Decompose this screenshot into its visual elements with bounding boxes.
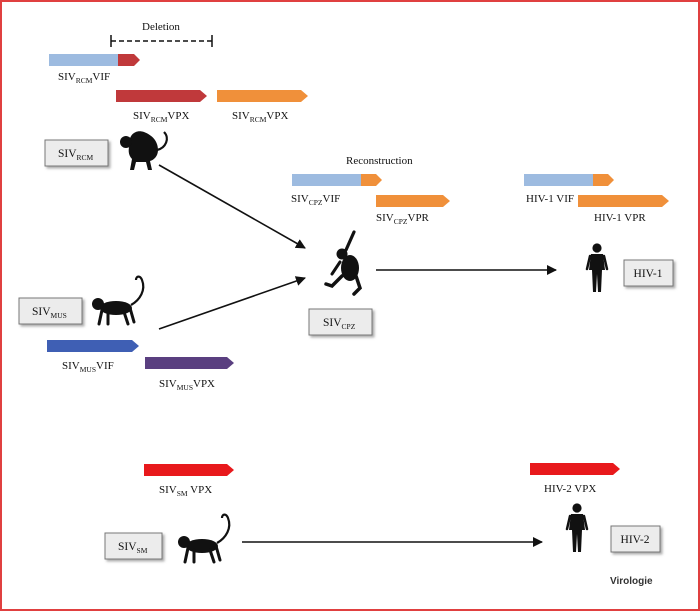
- arrow-rcm-to-cpz: [158, 164, 306, 249]
- label-hiv1-vpr: HIV-1 VPR: [594, 212, 646, 224]
- human-hiv1-icon: [585, 242, 609, 294]
- mustached-monkey-icon: [90, 275, 145, 326]
- deletion-label: Deletion: [142, 21, 180, 33]
- gene-siv-cpz-vif: [292, 174, 382, 186]
- sooty-mangabey-icon: [176, 513, 231, 564]
- label-siv-mus-vif: SIVMUSVIF: [62, 360, 114, 374]
- virologie-watermark: Virologie: [610, 576, 653, 587]
- box-hiv1-label: HIV-1: [634, 268, 663, 280]
- gene-hiv1-vpr: [578, 195, 669, 207]
- label-siv-cpz-vpr: SIVCPZVPR: [376, 212, 430, 226]
- label-siv-rcm-vif: SIVRCMVIF: [58, 71, 110, 85]
- label-siv-sm-vpx: SIVSM VPX: [159, 484, 212, 498]
- label-hiv1-vif: HIV-1 VIF: [526, 193, 574, 205]
- box-siv-mus: [18, 297, 83, 325]
- gene-hiv1-vif: [524, 174, 614, 186]
- gene-hiv2-vpx: [530, 463, 620, 475]
- box-hiv2: [610, 525, 661, 553]
- label-siv-rcm-vpx-b: SIVRCMVPX: [232, 110, 288, 124]
- reconstruction-label: Reconstruction: [346, 155, 413, 167]
- label-siv-mus-vpx: SIVMUSVPX: [159, 378, 215, 392]
- box-siv-mus-label: SIVMUS: [32, 306, 67, 320]
- box-siv-sm: [104, 532, 163, 560]
- gene-siv-rcm-vpx-orange: [217, 90, 308, 102]
- box-siv-cpz-label: SIVCPZ: [323, 317, 356, 331]
- gene-siv-mus-vif: [47, 340, 139, 352]
- label-siv-rcm-vpx-a: SIVRCMVPX: [133, 110, 189, 124]
- gene-siv-mus-vpx: [145, 357, 234, 369]
- gene-siv-sm-vpx: [144, 464, 234, 476]
- gene-siv-cpz-vpr: [376, 195, 450, 207]
- label-hiv2-vpx: HIV-2 VPX: [544, 483, 596, 495]
- human-hiv2-icon: [565, 502, 589, 554]
- box-siv-rcm-label: SIVRCM: [58, 148, 94, 162]
- deletion-bracket: [110, 35, 213, 47]
- arrow-mus-to-cpz: [158, 276, 306, 330]
- box-hiv2-label: HIV-2: [621, 534, 650, 546]
- box-siv-cpz: [308, 308, 373, 336]
- gene-siv-rcm-vpx-red: [116, 90, 207, 102]
- gene-siv-rcm-vif: [49, 54, 140, 66]
- box-siv-rcm: [44, 139, 109, 167]
- chimpanzee-icon: [324, 230, 362, 296]
- box-siv-sm-label: SIVSM: [118, 541, 148, 555]
- label-siv-cpz-vif: SIVCPZVIF: [291, 193, 340, 207]
- box-hiv1: [623, 259, 674, 287]
- red-capped-mangabey-icon: [118, 130, 168, 172]
